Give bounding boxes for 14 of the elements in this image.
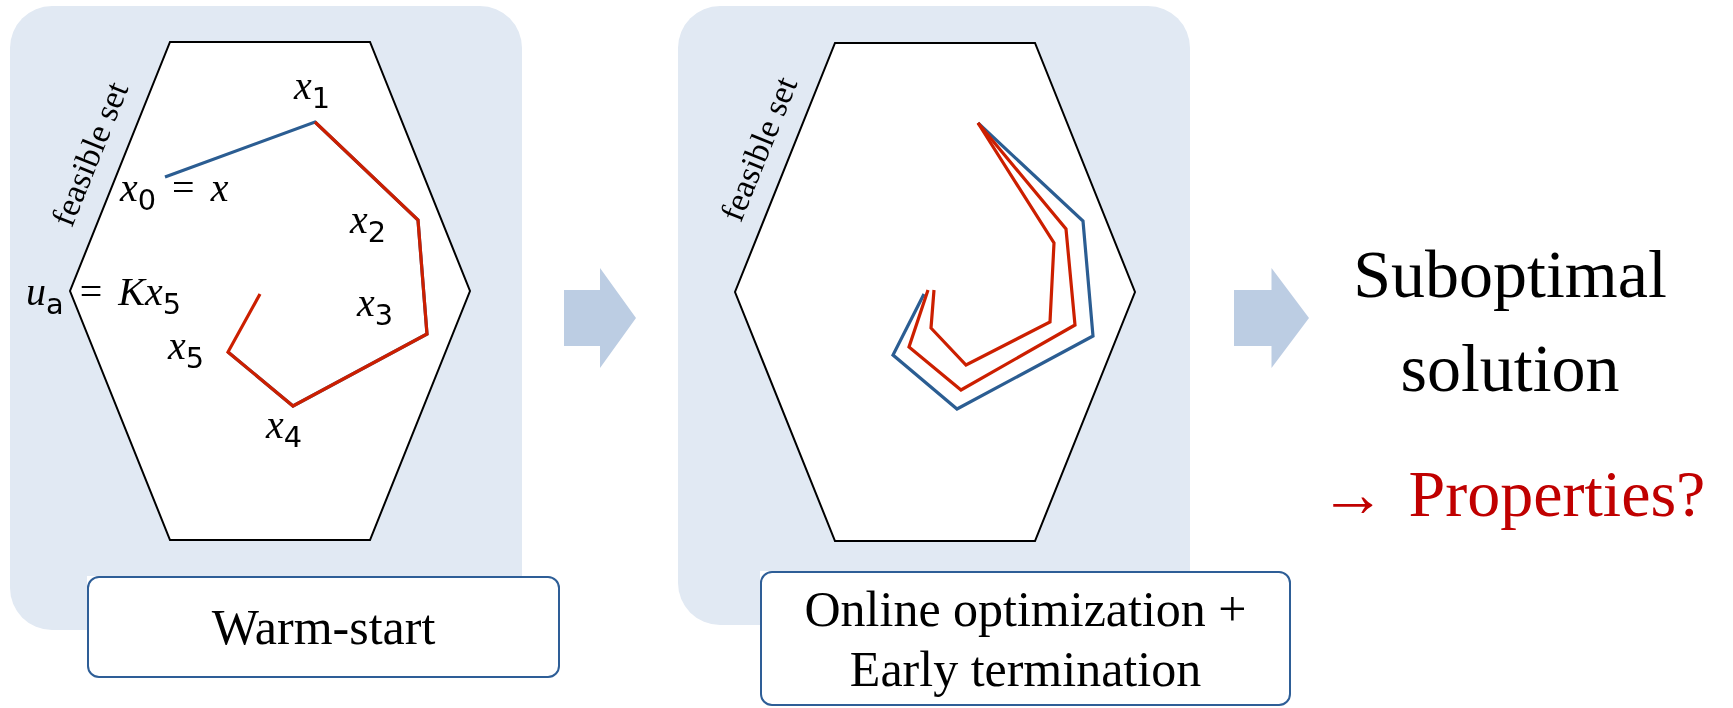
point-label: x$_{2}$ xyxy=(350,200,387,247)
panel xyxy=(678,6,1190,571)
point-label: x$_{0}$ = x xyxy=(120,168,229,215)
block-arrow xyxy=(1234,268,1309,368)
point-label: x$_{4}$ xyxy=(266,405,303,452)
block-arrow xyxy=(564,268,636,368)
process-box: Online optimization + Early termination xyxy=(760,571,1291,706)
point-label: x$_{5}$ xyxy=(168,326,205,373)
process-box: Warm-start xyxy=(87,576,560,678)
point-label: x$_{1}$ xyxy=(294,66,331,113)
point-label: u$_{a}$ = Kx$_{5}$ xyxy=(26,272,181,319)
panel xyxy=(10,6,522,576)
point-label: x$_{3}$ xyxy=(357,283,394,330)
result-text: Suboptimal solution xyxy=(1330,227,1690,417)
